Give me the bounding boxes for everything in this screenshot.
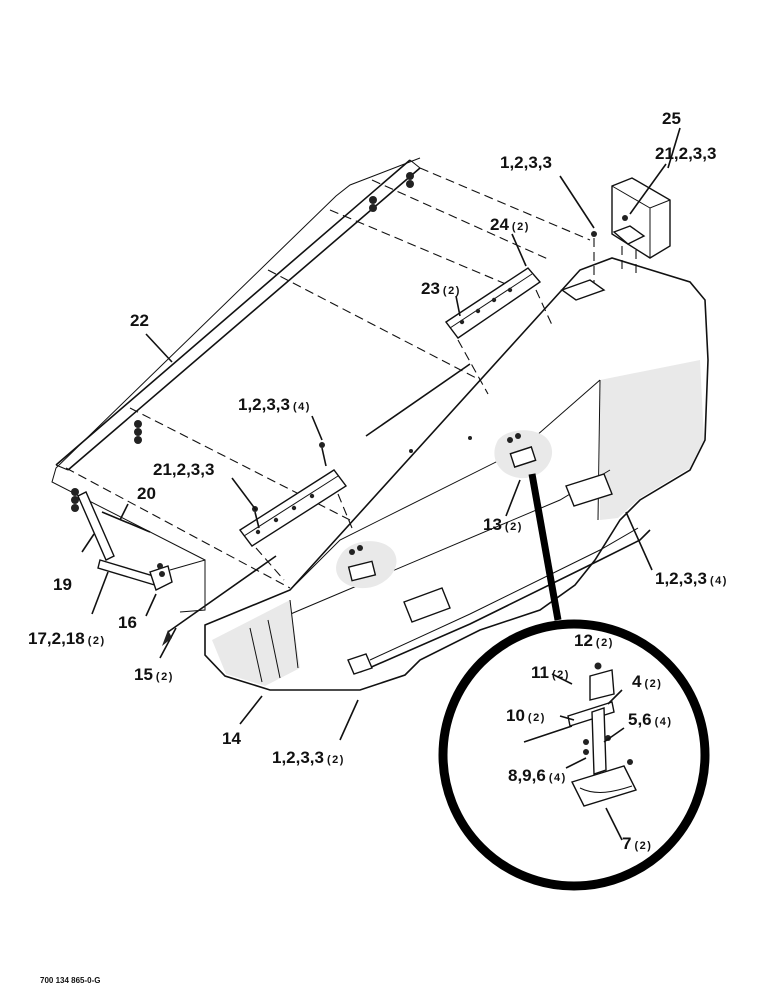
callout-25: 25 (662, 109, 681, 128)
callout-8-9-6: 8,9,6(4) (508, 766, 567, 785)
callout-10: 10(2) (506, 706, 546, 725)
callout-4: 4(2) (632, 672, 662, 691)
strip-nuts (71, 172, 414, 512)
hinge-right (365, 267, 553, 437)
callout-labels: 25 21,2,3,3 1,2,3,3 24(2) 23(2) 22 1,2,3… (28, 109, 728, 853)
callout-1-2-3-3-mid: 1,2,3,3(4) (238, 395, 311, 414)
callout-15: 15(2) (134, 665, 174, 684)
shield-body (51, 157, 709, 691)
callout-22: 22 (130, 311, 149, 330)
hinge-left (167, 442, 353, 633)
top-panel-assembly (55, 159, 591, 589)
callout-17-2-18: 17,2,18(2) (28, 629, 106, 648)
callout-20: 20 (137, 484, 156, 503)
callout-21-2-3-3-left: 21,2,3,3 (153, 460, 214, 479)
callout-1-2-3-3-bottom: 1,2,3,3(2) (272, 748, 345, 767)
callout-1-2-3-3-top: 1,2,3,3 (500, 153, 552, 172)
callout-16: 16 (118, 613, 137, 632)
callout-19: 19 (53, 575, 72, 594)
front-bracket (77, 491, 206, 613)
callout-21-2-3-3-top: 21,2,3,3 (655, 144, 716, 163)
box-25 (560, 177, 671, 301)
callout-12: 12(2) (574, 631, 614, 650)
callout-13: 13(2) (483, 515, 523, 534)
figure-code: 700 134 865-0-G (40, 976, 101, 985)
side-pockets (336, 430, 613, 675)
callout-11: 11(2) (531, 663, 570, 682)
callout-24: 24(2) (490, 215, 530, 234)
callout-5-6: 5,6(4) (628, 710, 673, 729)
callout-23: 23(2) (421, 279, 461, 298)
callout-7: 7(2) (622, 834, 652, 853)
callout-14: 14 (222, 729, 241, 748)
leader-lines (81, 127, 681, 741)
detail-callout (438, 473, 710, 891)
callout-1-2-3-3-right: 1,2,3,3(4) (655, 569, 728, 588)
